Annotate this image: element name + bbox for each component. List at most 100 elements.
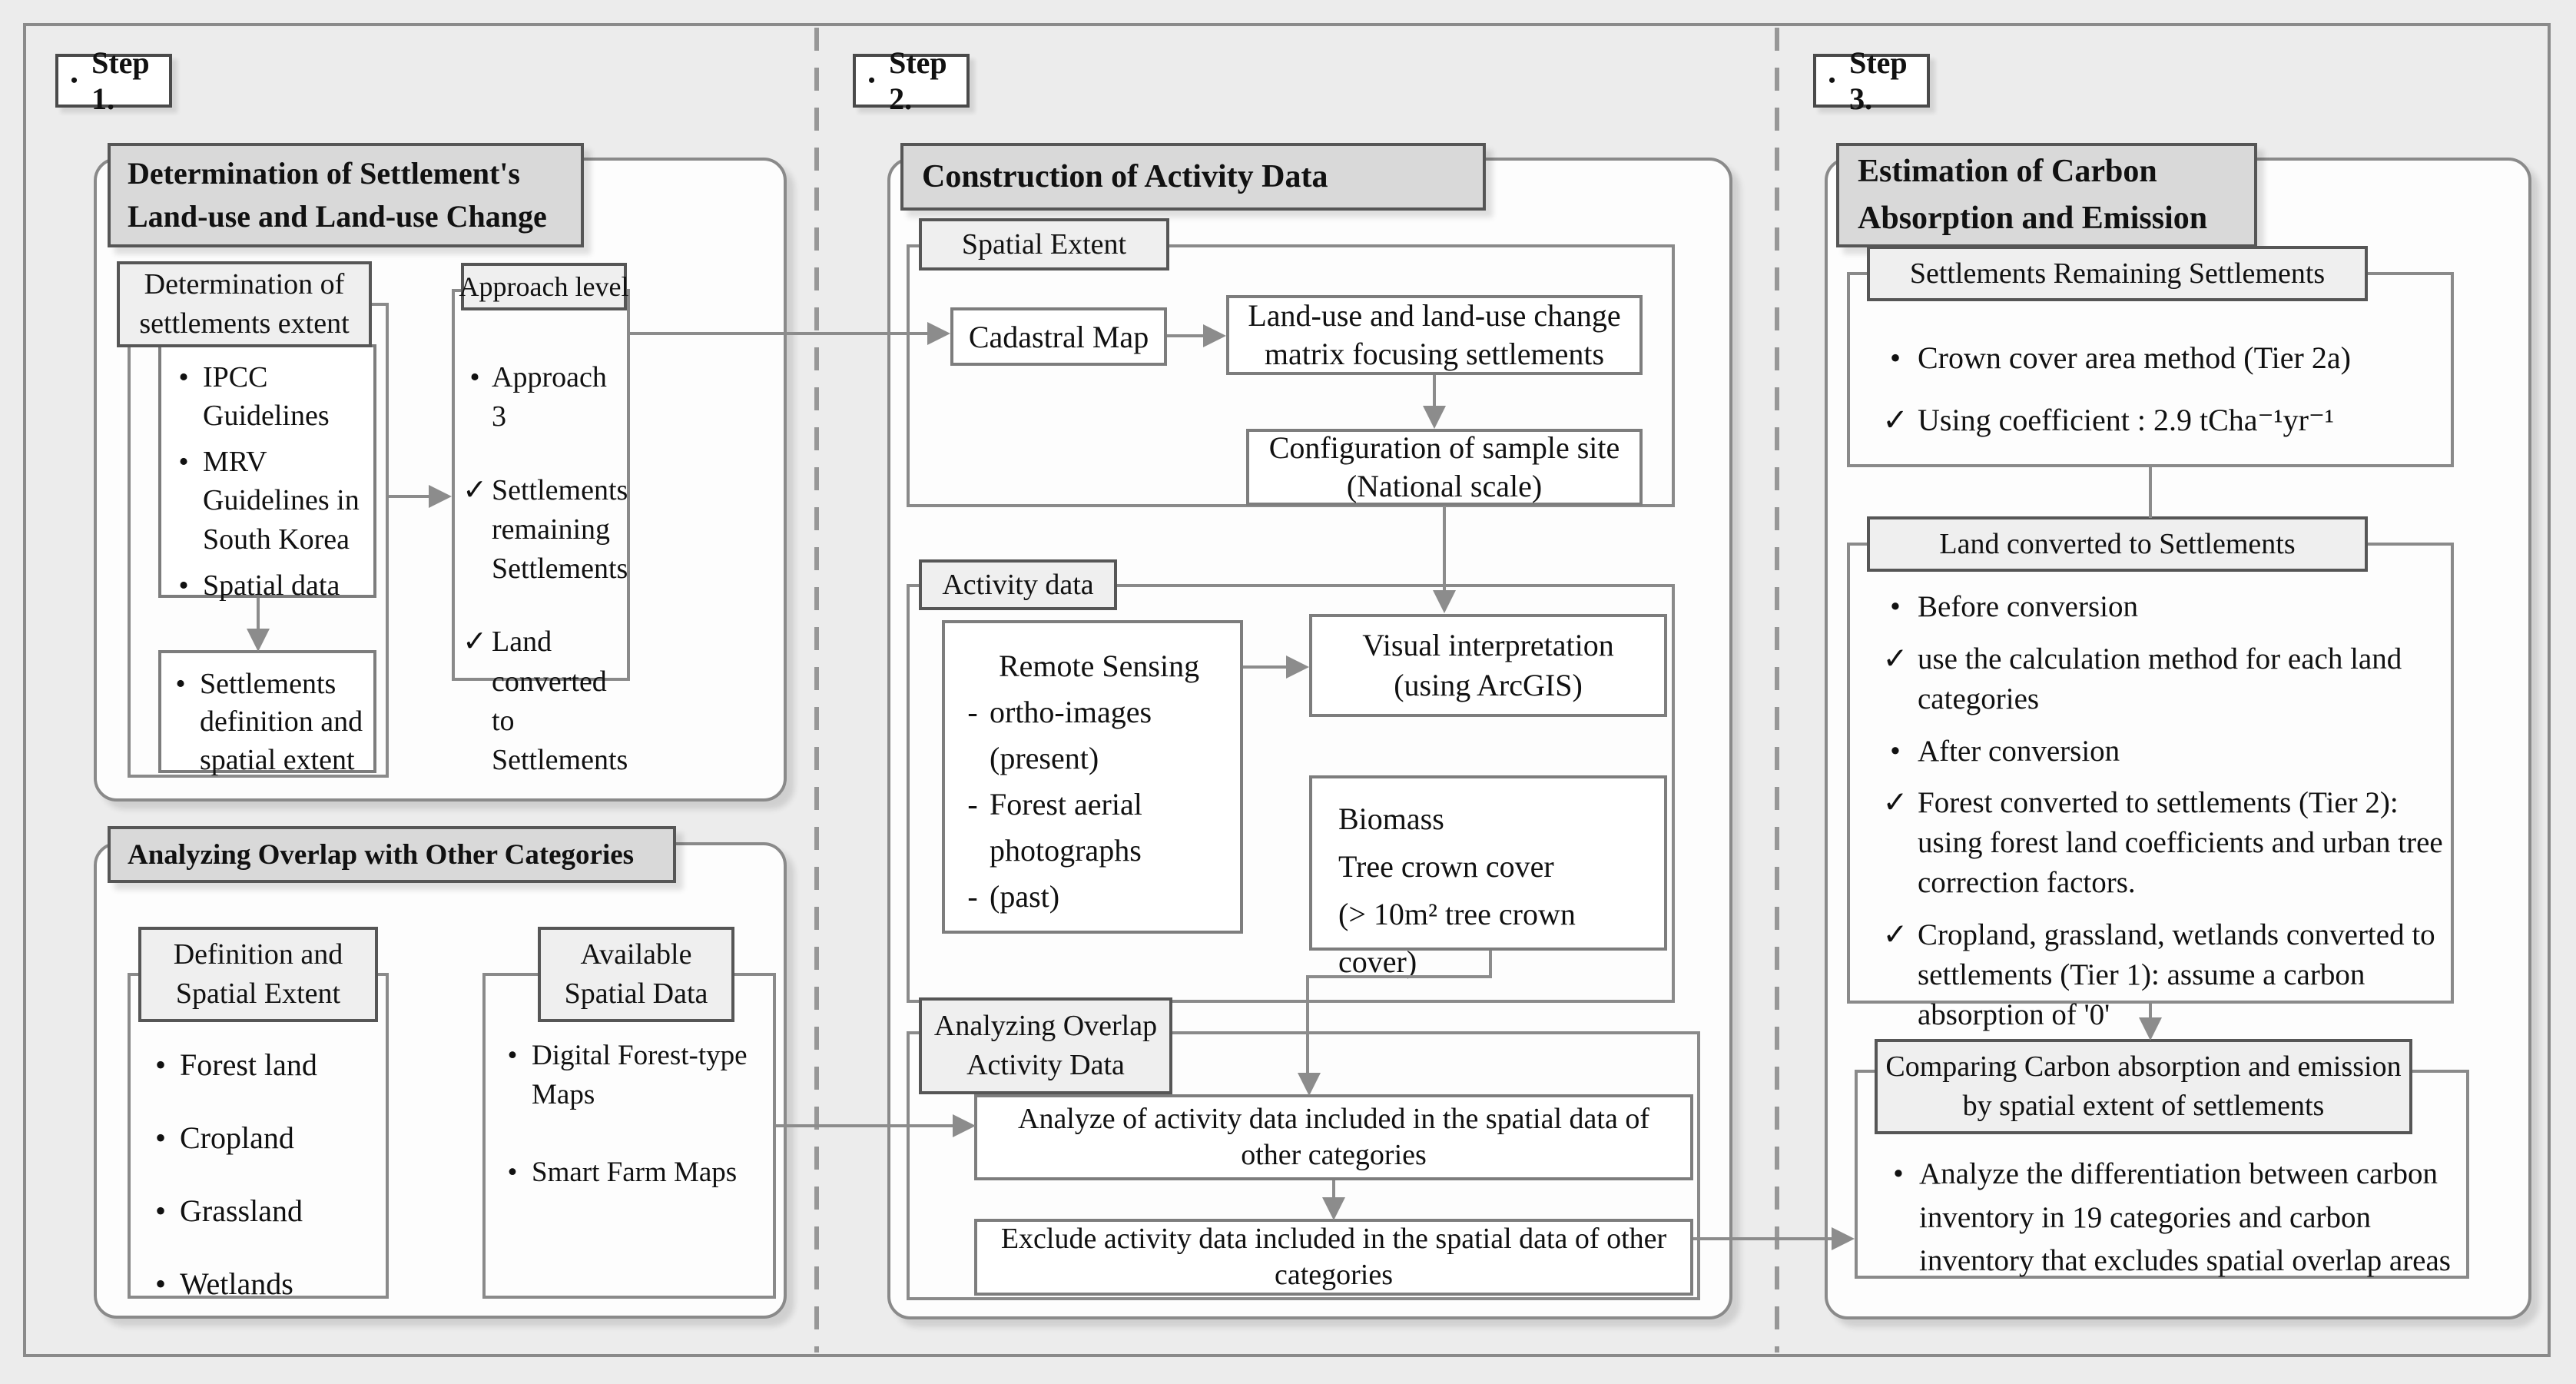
list-item: • IPCC Guidelines [164,358,369,435]
settlements-extent-tab-line2: settlements extent [139,307,350,340]
remote-sensing-line-text: ortho-images [990,695,1152,729]
list-item: • Cropland [141,1120,381,1156]
list-item: • Digital Forest-type Maps [493,1036,767,1114]
analyze-activity-text: Analyze of activity data included in the… [1018,1102,1649,1172]
arrow-remote-to-visual-head [1286,655,1309,679]
remote-sensing-box: Remote Sensing - ortho-images (present) … [942,620,1243,934]
list-item-text: Digital Forest-type Maps [532,1040,748,1111]
arrow-available-to-analyze-head [953,1114,976,1137]
list-item: • Crown cover area method (Tier 2a) [1873,340,2443,376]
biomass-line3: (> 10m² tree crown cover) [1338,897,1576,979]
visual-interpretation-text: Visual interpretation (using ArcGIS) [1362,628,1614,702]
list-item-text: Using coefficient : 2.9 tCha⁻¹yr⁻¹ [1918,403,2335,437]
overlap-categories-header-text: Analyzing Overlap with Other Categories [128,838,635,871]
list-item: • Wetlands [141,1266,381,1302]
arrow-config-to-visual-head [1433,590,1456,613]
list-item-text: Smart Farm Maps [532,1157,738,1189]
exclude-activity-text: Exclude activity data included in the sp… [1000,1222,1667,1292]
comparing-carbon-tab: Comparing Carbon absorption and emission… [1875,1039,2412,1134]
list-item-text: Wetlands [180,1266,293,1301]
bullet-icon: • [178,361,189,393]
check-icon: ✓ [1882,642,1908,675]
bullet-icon: • [1889,340,1901,375]
list-item-text: Crown cover area method (Tier 2a) [1918,340,2351,375]
list-item-text: Forest converted to settlements (Tier 2)… [1918,786,2443,900]
land-converted-tab-text: Land converted to Settlements [1939,528,2296,560]
list-item: ✓ Settlements remaining Settlements [458,471,628,589]
line-biomass-to-analyze [1306,975,1309,1075]
remote-sensing-line: - ortho-images [956,689,1235,735]
step1-label-text: Step 1. [91,45,150,116]
list-item-text: MRV Guidelines in South Korea [203,446,360,556]
arrow-matrix-to-config-head [1423,406,1446,429]
cadastral-map-text: Cadastral Map [968,319,1149,354]
analyzing-overlap-tab-line2: Activity Data [966,1049,1125,1081]
analyzing-overlap-section [907,1031,1700,1300]
spatial-extent-tab: Spatial Extent [919,218,1169,270]
check-icon: ✓ [1882,918,1908,952]
remote-sensing-title: Remote Sensing [999,649,1200,683]
arrow-extent-to-approach [389,495,432,498]
biomass-line2: Tree crown cover [1338,849,1554,884]
check-icon: ✓ [1882,786,1908,820]
list-item: • Before conversion [1873,587,2443,627]
bullet-icon: • [1890,734,1901,768]
arrow-extent-to-approach-head [429,485,452,508]
bullet-icon: • [1828,69,1836,91]
line-remaining-to-converted [2149,467,2152,518]
list-item: • Smart Farm Maps [493,1153,767,1192]
bullet-icon: • [154,1266,166,1301]
list-item-text: Spatial data [203,569,340,602]
definition-spatial-extent-box: • Forest land • Cropland • Grassland • W… [128,973,389,1302]
line-biomass-elbow-down [1489,951,1492,978]
activity-data-section [907,584,1675,1003]
available-spatial-data-tab: Available Spatial Data [538,927,734,1022]
list-item: ✓ Forest converted to settlements (Tier … [1873,783,2443,903]
arrow-cadastral-to-matrix [1167,334,1207,337]
line-config-to-visual [1443,506,1446,592]
list-item-text: Settlements remaining Settlements [492,473,628,586]
list-item: • Forest land [141,1047,381,1083]
available-tab-line1: Available [580,938,692,971]
check-icon: ✓ [462,626,487,659]
landuse-header-line1: Determination of Settlement's [128,156,520,191]
arrow-guidelines-to-result-head [247,629,270,652]
list-item-text: use the calculation method for each land… [1918,642,2402,715]
step1-label: • Step 1. [55,45,172,116]
activity-data-tab-text: Activity data [942,569,1094,601]
bullet-icon: • [154,1193,166,1228]
available-tab-line2: Spatial Data [564,977,708,1010]
arrow-converted-to-comparing-head [2139,1017,2162,1040]
carbon-estimation-header-line1: Estimation of Carbon [1858,154,2157,190]
column-divider-1 [814,28,819,1352]
list-item: • Analyze the differentiation between ca… [1878,1153,2455,1283]
bullet-icon: • [71,69,78,91]
list-item: ✓ Using coefficient : 2.9 tCha⁻¹yr⁻¹ [1873,402,2443,438]
spatial-extent-tab-text: Spatial Extent [961,228,1127,261]
bullet-icon: • [1890,590,1901,623]
dash-icon: - [967,879,978,914]
arrow-analyze-to-exclude-head [1322,1197,1345,1220]
settlements-remaining-box: • Crown cover area method (Tier 2a) ✓ Us… [1847,272,2454,467]
bullet-icon: • [507,1040,518,1071]
list-item-text: After conversion [1918,734,2120,768]
list-item: • Spatial data [164,566,369,605]
spatial-extent-section [907,244,1675,507]
step2-label-text: Step 2. [889,45,947,116]
bullet-icon: • [507,1157,518,1189]
list-item: • Approach 3 [458,358,624,437]
step3-label: • Step 3. [1813,45,1930,116]
list-item: ✓ Cropland, grassland, wetlands converte… [1873,915,2443,1035]
list-item-text: Cropland [180,1120,294,1155]
carbon-estimation-header: Estimation of Carbon Absorption and Emis… [1836,143,2257,247]
list-item: • Settlements definition and spatial ext… [161,665,373,779]
landuse-header-line2: Land-use and Land-use Change [128,199,547,234]
bullet-icon: • [154,1120,166,1155]
settlements-remaining-tab-text: Settlements Remaining Settlements [1909,257,2326,290]
remote-sensing-line: (present) [956,735,1235,782]
biomass-line1: Biomass [1338,802,1444,836]
bullet-icon: • [469,361,480,393]
landuse-matrix-box: Land-use and land-use change matrix focu… [1226,295,1643,375]
arrow-available-to-analyze [776,1124,954,1127]
